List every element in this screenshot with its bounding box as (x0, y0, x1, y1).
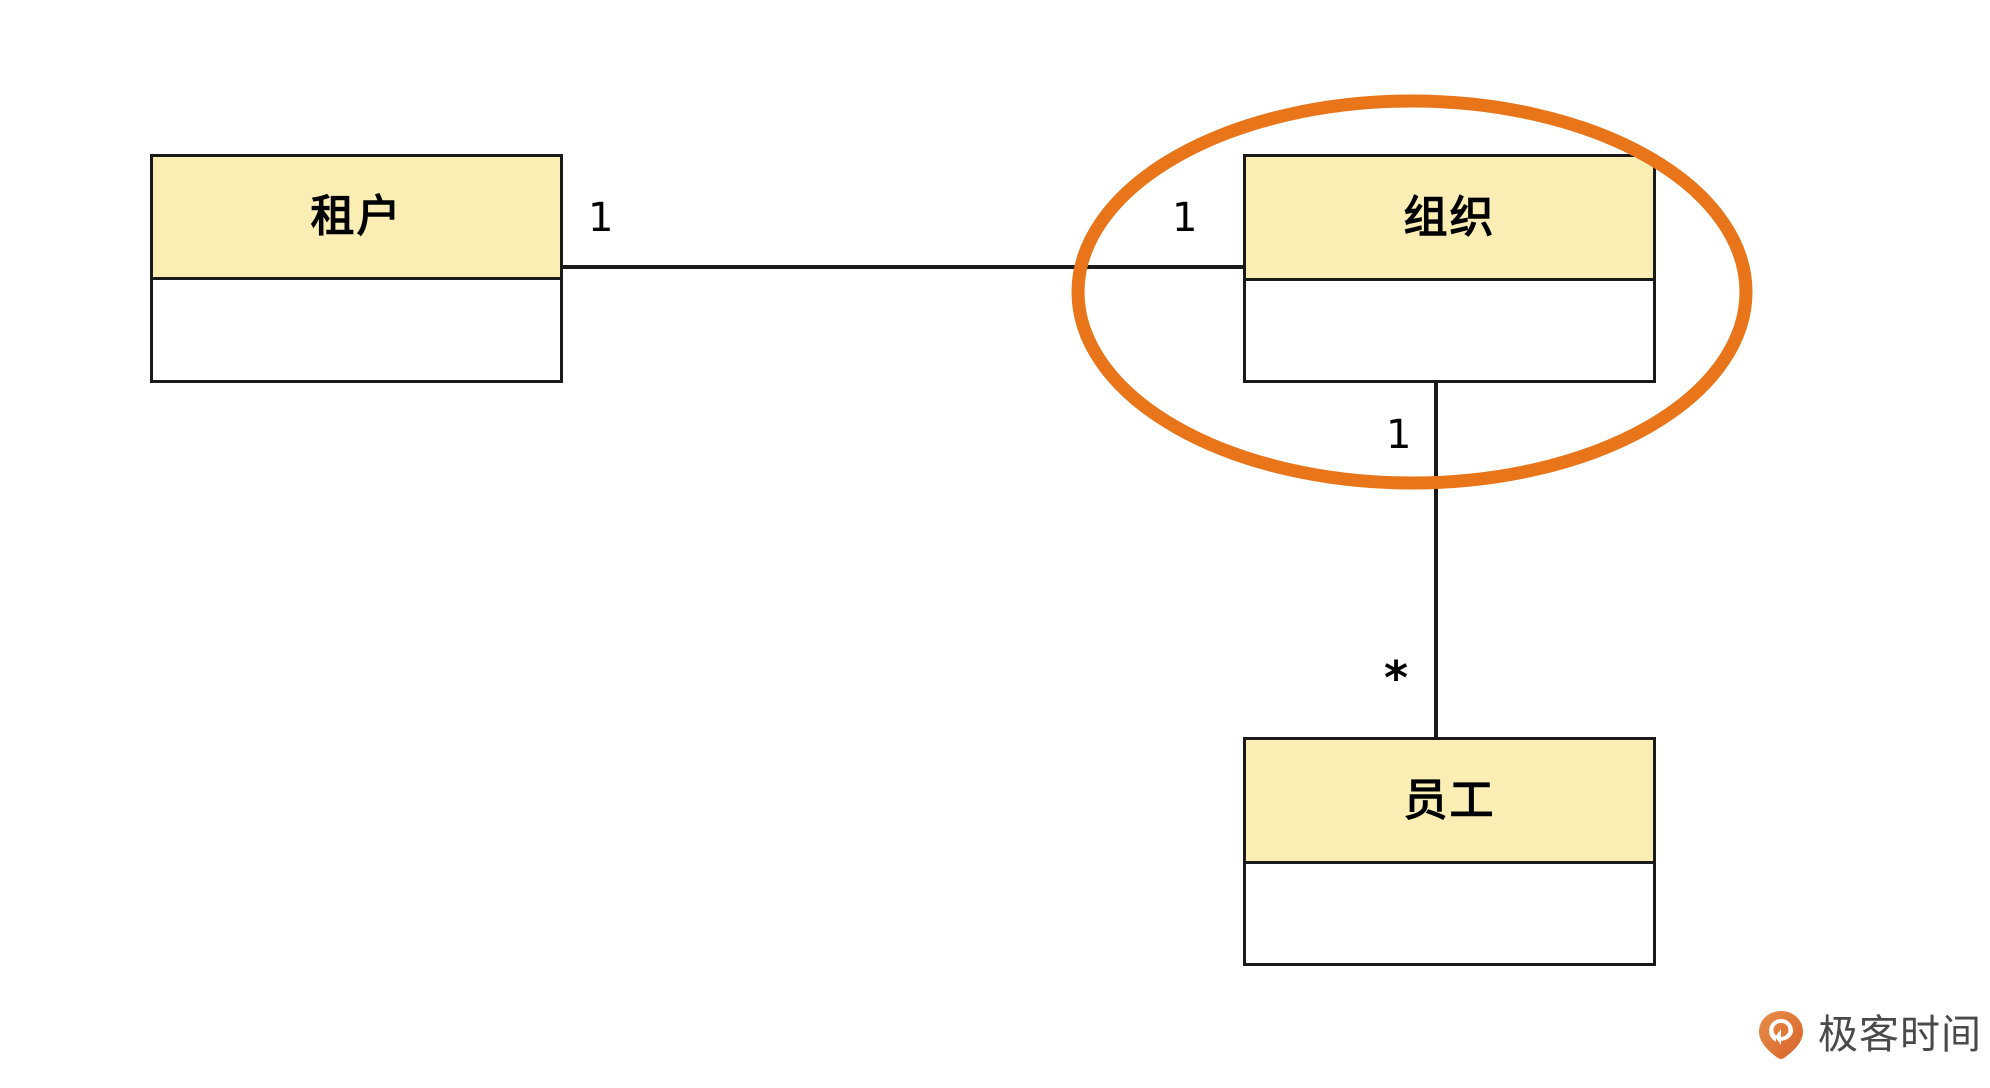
multiplicity-label-organization-left-side: 1 (1172, 195, 1198, 241)
class-title-employee: 员工 (1403, 774, 1496, 826)
class-header-employee: 员工 (1246, 740, 1653, 864)
watermark-brand-text: 极客时间 (1818, 1012, 1982, 1058)
multiplicity-label-employee-side: * (1384, 651, 1409, 705)
class-title-tenant: 租户 (310, 191, 403, 242)
class-title-organization: 组织 (1403, 191, 1496, 243)
class-header-tenant: 租户 (153, 157, 560, 280)
class-box-employee[interactable]: 员工 (1243, 737, 1656, 966)
class-body-organization (1246, 281, 1653, 380)
watermark-geektime: 极客时间 (1758, 1010, 1982, 1060)
geektime-pin-icon (1758, 1010, 1804, 1060)
class-box-organization[interactable]: 组织 (1243, 154, 1656, 383)
multiplicity-label-organization-bottom-side: 1 (1386, 412, 1412, 458)
class-body-tenant (153, 280, 560, 380)
class-box-tenant[interactable]: 租户 (150, 154, 563, 383)
class-header-organization: 组织 (1246, 157, 1653, 281)
class-body-employee (1246, 864, 1653, 963)
multiplicity-label-tenant-side: 1 (588, 195, 614, 241)
